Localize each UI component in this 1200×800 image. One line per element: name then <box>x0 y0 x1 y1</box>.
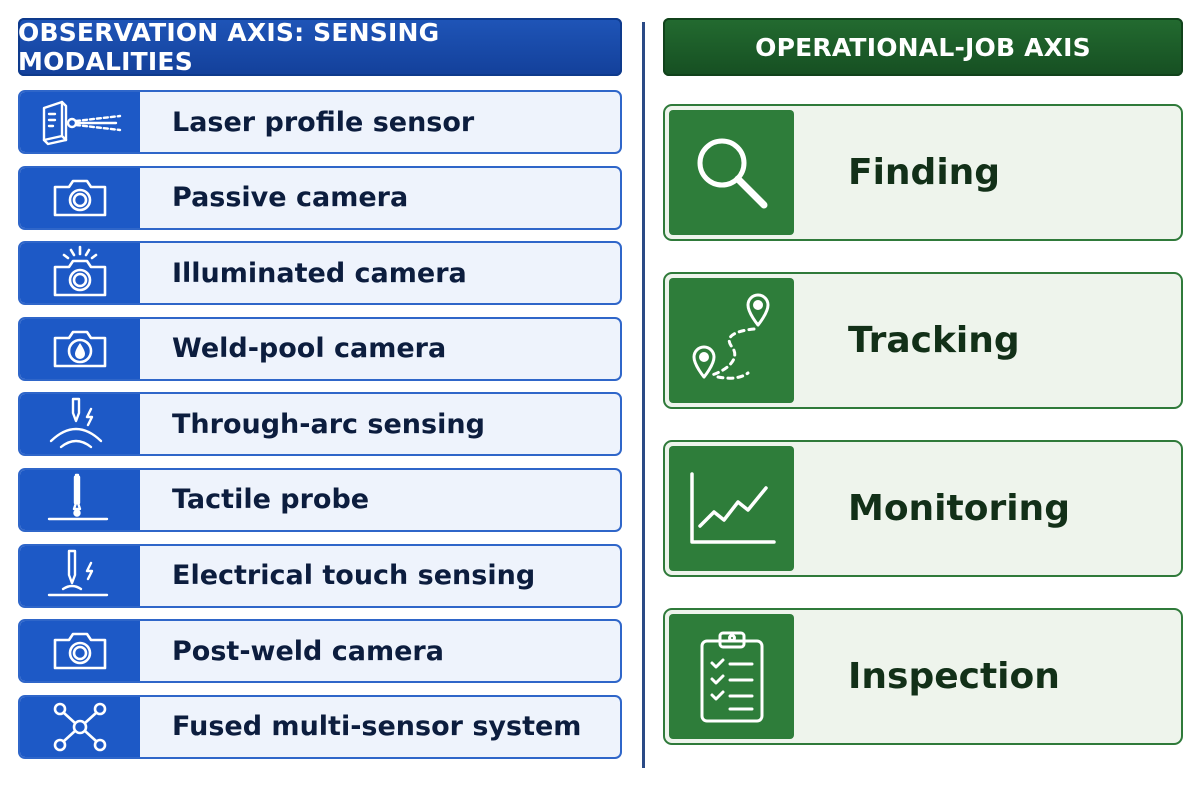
job-label: Finding <box>848 152 1001 193</box>
camera-icon <box>20 621 140 682</box>
job-label: Tracking <box>848 320 1020 361</box>
magnifier-icon <box>669 110 794 235</box>
probe-icon <box>20 469 140 530</box>
operational-job-list: Finding Tracking Monitori <box>663 104 1183 745</box>
modality-electrical-touch-sensing: Electrical touch sensing <box>18 543 622 608</box>
job-tracking: Tracking <box>663 272 1183 409</box>
modality-laser-profile-sensor: Laser profile sensor <box>18 90 622 154</box>
job-monitoring: Monitoring <box>663 440 1183 577</box>
axis-divider <box>642 22 645 768</box>
job-label: Monitoring <box>848 488 1070 529</box>
weld-pool-camera-icon <box>20 318 140 379</box>
modality-label: Passive camera <box>172 182 409 214</box>
modality-weld-pool-camera: Weld-pool camera <box>18 316 622 381</box>
line-chart-icon <box>669 446 794 571</box>
route-pins-icon <box>669 278 794 403</box>
network-nodes-icon <box>20 696 140 757</box>
modality-tactile-probe: Tactile probe <box>18 467 622 532</box>
job-finding: Finding <box>663 104 1183 241</box>
modality-label: Through-arc sensing <box>172 408 485 440</box>
operational-job-axis-header: OPERATIONAL-JOB AXIS <box>663 18 1183 76</box>
sensing-modality-list: Laser profile sensor Passive camera <box>18 90 622 759</box>
modality-label: Weld-pool camera <box>172 333 447 365</box>
modality-post-weld-camera: Post-weld camera <box>18 619 622 684</box>
modality-label: Tactile probe <box>172 484 370 516</box>
modality-illuminated-camera: Illuminated camera <box>18 241 622 306</box>
operational-job-axis-title: OPERATIONAL-JOB AXIS <box>755 32 1091 62</box>
job-label: Inspection <box>848 656 1060 697</box>
torch-arc-icon <box>20 394 140 455</box>
job-inspection: Inspection <box>663 608 1183 745</box>
observation-axis-header: OBSERVATION AXIS: SENSING MODALITIES <box>18 18 622 76</box>
clipboard-checklist-icon <box>669 614 794 739</box>
modality-label: Illuminated camera <box>172 257 467 289</box>
modality-fused-multi-sensor-system: Fused multi-sensor system <box>18 694 622 759</box>
modality-label: Laser profile sensor <box>172 106 475 138</box>
modality-through-arc-sensing: Through-arc sensing <box>18 392 622 457</box>
illuminated-camera-icon <box>20 243 140 304</box>
camera-icon <box>20 167 140 228</box>
observation-axis-panel: OBSERVATION AXIS: SENSING MODALITIES Las… <box>18 18 622 770</box>
observation-axis-title: OBSERVATION AXIS: SENSING MODALITIES <box>18 18 440 76</box>
torch-spark-icon <box>20 545 140 606</box>
laser-sensor-icon <box>20 92 140 152</box>
modality-label: Post-weld camera <box>172 635 444 667</box>
operational-job-axis-panel: OPERATIONAL-JOB AXIS Finding <box>663 18 1183 776</box>
modality-label: Fused multi-sensor system <box>172 711 582 743</box>
modality-passive-camera: Passive camera <box>18 165 622 230</box>
modality-label: Electrical touch sensing <box>172 560 536 592</box>
